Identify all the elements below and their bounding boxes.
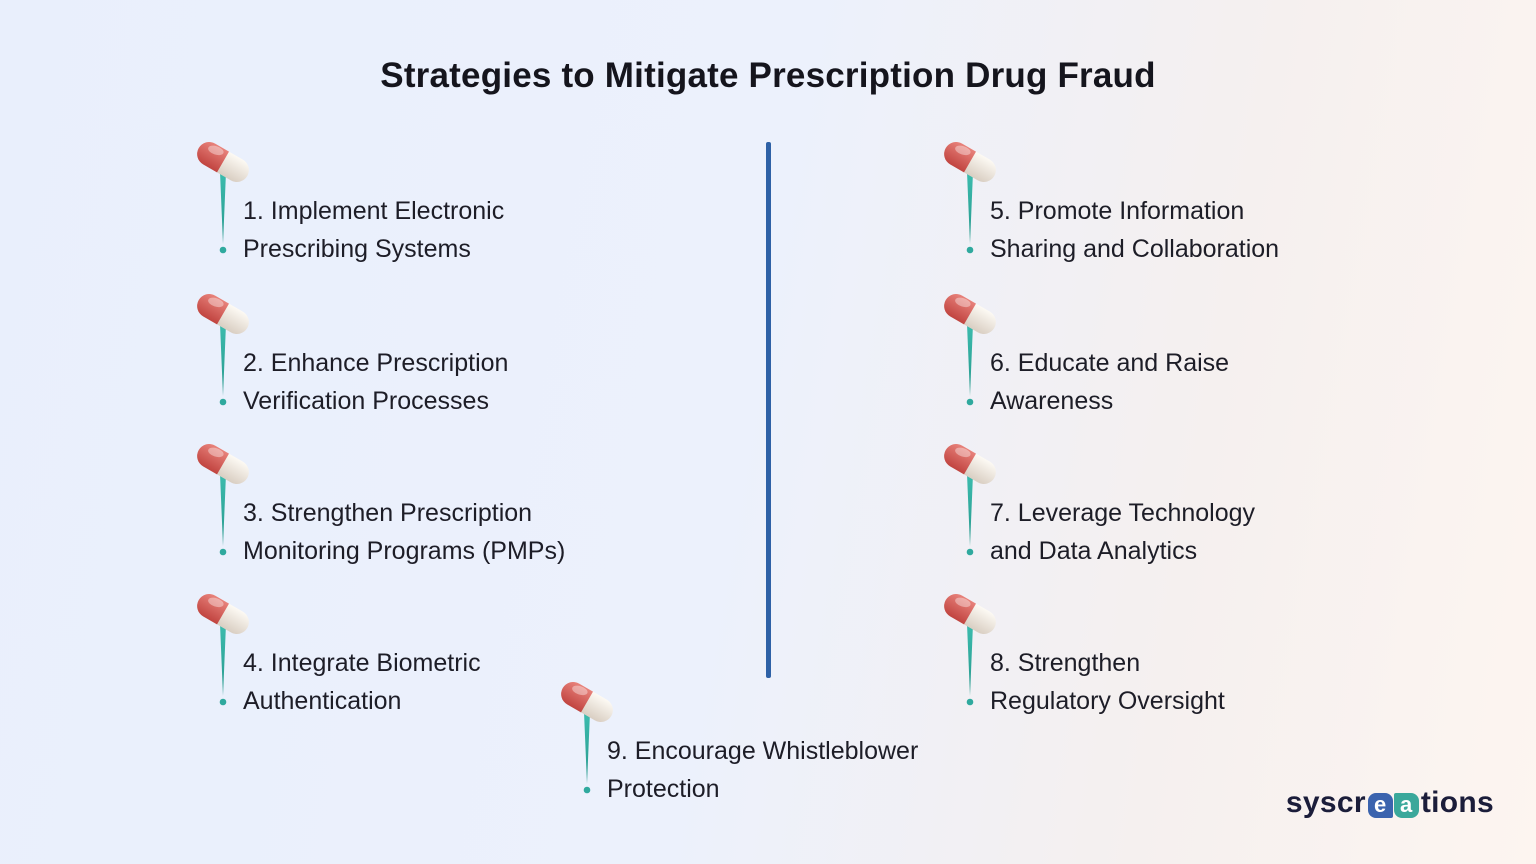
column-divider-line [766,142,771,678]
strategy-item-label: 9. Encourage Whistleblower Protection [607,732,918,808]
page-title: Strategies to Mitigate Prescription Drug… [380,56,1156,95]
strategy-item-label: 2. Enhance Prescription Verification Pro… [243,344,508,420]
strategy-item-label: 6. Educate and Raise Awareness [990,344,1229,420]
strategy-line-2: Sharing and Collaboration [990,235,1280,263]
strategy-line-2: and Data Analytics [990,537,1198,565]
strategy-line-1: 7. Leverage Technology [990,499,1256,527]
strategy-line-2: Prescribing Systems [243,235,471,263]
strategy-item-6: 6. Educate and Raise Awareness [938,294,1358,454]
strategy-line-2: Awareness [990,387,1114,415]
strategy-line-2: Monitoring Programs (PMPs) [243,537,566,565]
strategy-item-8: 8. Strengthen Regulatory Oversight [938,594,1358,754]
strategy-line-2: Regulatory Oversight [990,687,1225,715]
strategy-item-7: 7. Leverage Technology and Data Analytic… [938,444,1358,604]
strategy-item-label: 4. Integrate Biometric Authentication [243,644,481,720]
strategy-line-1: 2. Enhance Prescription [243,349,509,377]
strategy-item-2: 2. Enhance Prescription Verification Pro… [191,294,611,454]
strategy-item-label: 8. Strengthen Regulatory Oversight [990,644,1225,720]
strategy-item-1: 1. Implement Electronic Prescribing Syst… [191,142,611,302]
strategy-line-1: 9. Encourage Whistleblower [607,737,919,765]
strategy-item-5: 5. Promote Information Sharing and Colla… [938,142,1358,302]
strategy-line-2: Verification Processes [243,387,489,415]
strategy-item-label: 5. Promote Information Sharing and Colla… [990,192,1279,268]
strategy-item-9: 9. Encourage Whistleblower Protection [555,682,975,842]
strategy-line-1: 3. Strengthen Prescription [243,499,533,527]
logo-text-prefix: syscr [1285,786,1366,819]
syscreations-logo: syscr e a tions [1286,786,1494,820]
logo-tile-a: a [1393,792,1419,818]
strategy-line-1: 4. Integrate Biometric [243,649,481,677]
logo-text-suffix: tions [1420,786,1494,819]
strategy-item-label: 1. Implement Electronic Prescribing Syst… [243,192,504,268]
strategy-line-2: Authentication [243,687,402,715]
strategy-item-label: 7. Leverage Technology and Data Analytic… [990,494,1255,570]
strategy-line-1: 5. Promote Information [990,197,1245,225]
strategy-line-2: Protection [607,775,720,803]
strategy-item-3: 3. Strengthen Prescription Monitoring Pr… [191,444,611,604]
strategy-line-1: 1. Implement Electronic [243,197,505,225]
strategy-line-1: 8. Strengthen [990,649,1141,677]
strategy-item-label: 3. Strengthen Prescription Monitoring Pr… [243,494,565,570]
strategy-item-4: 4. Integrate Biometric Authentication [191,594,611,754]
strategy-line-1: 6. Educate and Raise [990,349,1230,377]
logo-tile-e: e [1367,792,1393,818]
